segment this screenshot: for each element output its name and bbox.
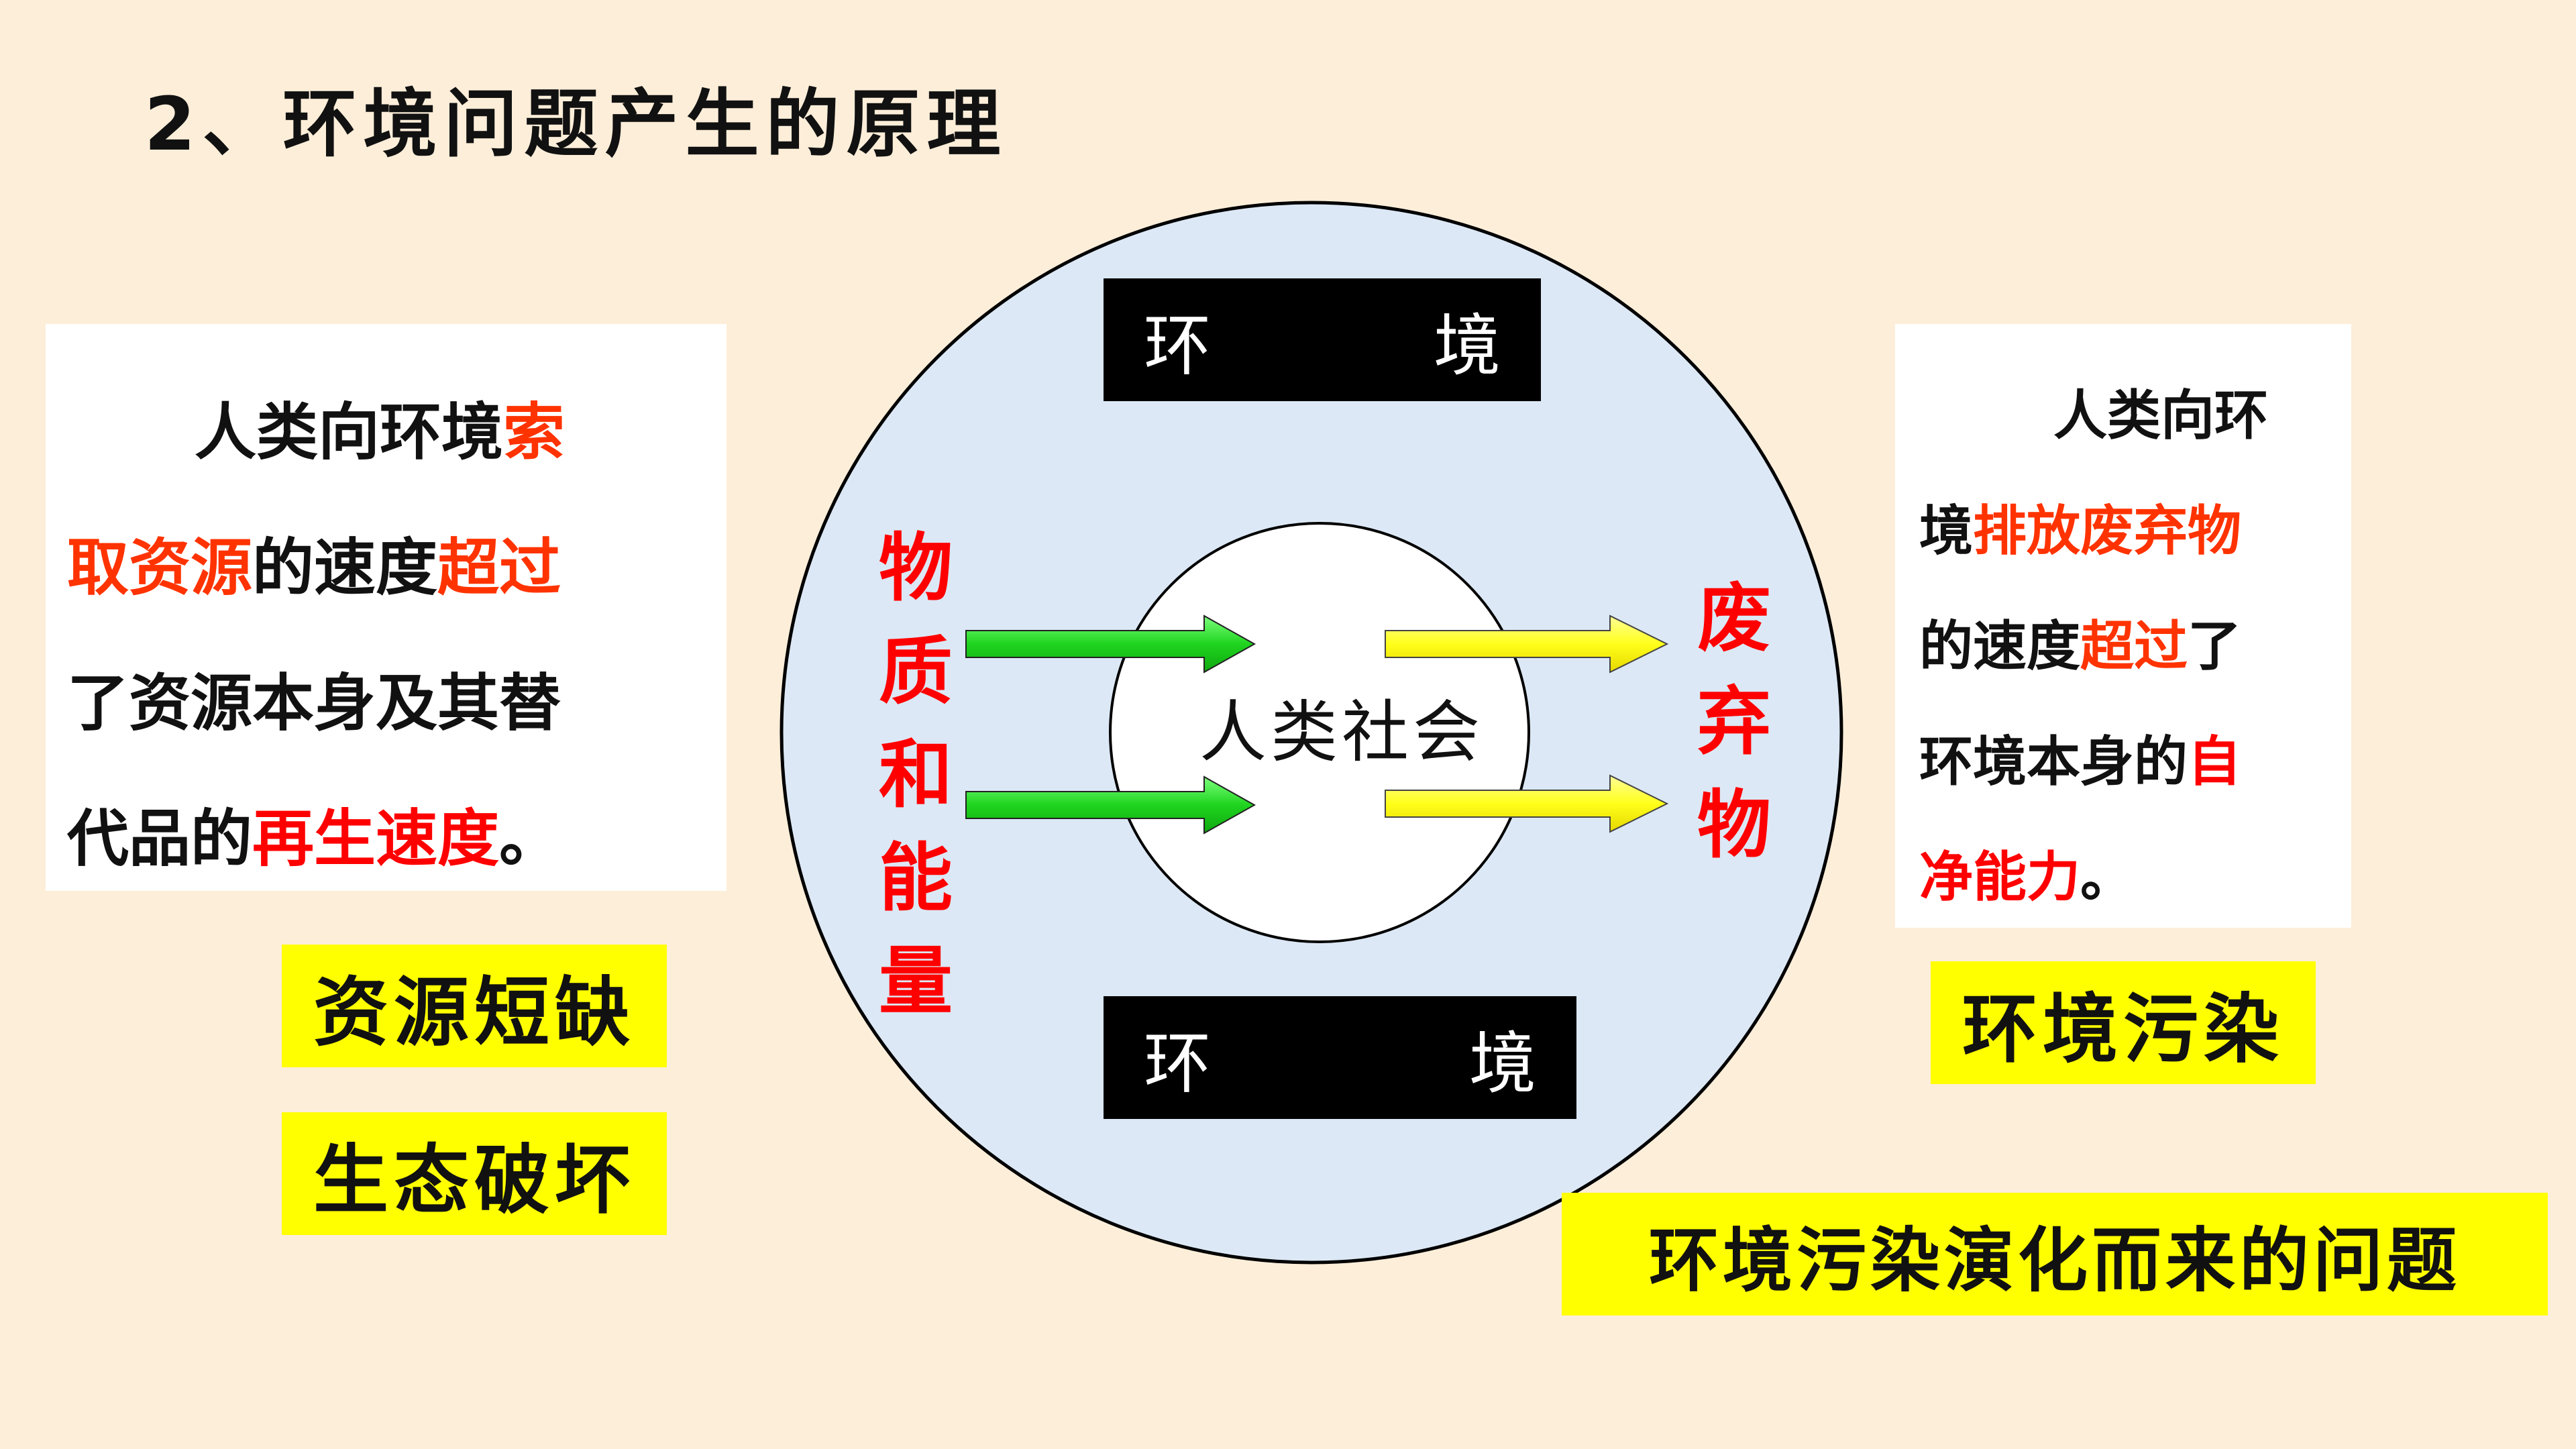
environment-box-bottom: 环 境 (1104, 996, 1576, 1119)
output-arrow-bottom (1385, 774, 1669, 833)
environment-char-1: 环 (1144, 1024, 1211, 1103)
output-arrow-top (1385, 614, 1669, 674)
resource-shortage-label: 资源短缺 (282, 945, 667, 1067)
ecological-damage-label: 生态破坏 (282, 1112, 667, 1235)
input-arrow-bottom (965, 775, 1256, 835)
environmental-pollution-label: 环境污染 (1931, 961, 2316, 1084)
environment-char-2: 境 (1469, 1024, 1536, 1103)
resource-extraction-text: 人类向环境索 取资源的速度超过 了资源本身及其替 代品的再生速度。 (46, 324, 727, 891)
environment-box-top: 环 境 (1104, 278, 1541, 401)
environment-char-1: 环 (1144, 307, 1211, 385)
waste-label: 废 弃 物 (1697, 575, 1771, 868)
input-arrow-top (965, 614, 1256, 674)
derived-problems-label: 环境污染演化而来的问题 (1562, 1193, 2548, 1316)
waste-discharge-text: 人类向环 境排放废弃物 的速度超过了 环境本身的自 净能力。 (1895, 324, 2351, 928)
page-title: 2、环境问题产生的原理 (144, 81, 1008, 167)
matter-energy-label: 物 质 和 能 量 (879, 525, 953, 1024)
human-society-label: 人类社会 (1199, 693, 1484, 771)
environment-char-2: 境 (1434, 307, 1501, 385)
